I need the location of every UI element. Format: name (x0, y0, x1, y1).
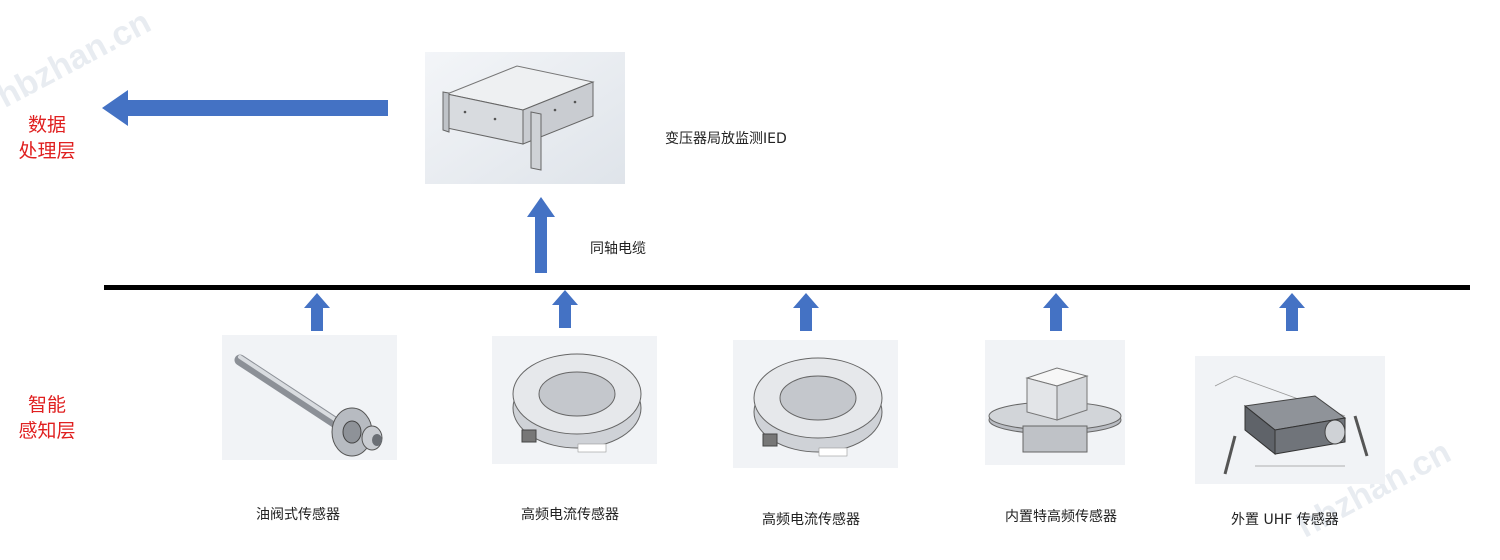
cable-arrow-up (527, 197, 555, 273)
sensor-label-internal-uhf: 内置特高频传感器 (1005, 509, 1117, 525)
sensor-arrow-up (304, 293, 330, 331)
sensor-label-hfct: 高频电流传感器 (762, 512, 860, 528)
layer-label-line: 处理层 (18, 140, 76, 162)
external-uhf-sensor-image (1195, 356, 1385, 484)
sensor-label-external-uhf: 外置 UHF 传感器 (1231, 512, 1339, 528)
layer-label-sensing: 智能 感知层 (12, 392, 82, 444)
cable-label: 同轴电缆 (590, 241, 646, 257)
layer-label-line: 感知层 (18, 420, 76, 442)
layer-label-line: 智能 (27, 394, 66, 416)
output-arrow-left (102, 90, 388, 126)
internal-uhf-sensor-image (985, 340, 1125, 465)
bus-line (104, 285, 1470, 290)
ied-label: 变压器局放监测IED (665, 131, 787, 147)
sensor-label-hfct: 高频电流传感器 (521, 507, 619, 523)
sensor-arrow-up (793, 293, 819, 331)
hfct-sensor-image (733, 340, 898, 468)
layer-label-line: 数据 (27, 114, 66, 136)
oil-valve-sensor-image (222, 335, 397, 460)
sensor-arrow-up (1043, 293, 1069, 331)
sensor-arrow-up (1279, 293, 1305, 331)
hfct-sensor-image (492, 336, 657, 464)
sensor-arrow-up (552, 290, 578, 328)
sensor-label-oil-valve: 油阀式传感器 (256, 507, 340, 523)
ied-device-image (425, 52, 625, 184)
layer-label-data-processing: 数据 处理层 (12, 112, 82, 164)
